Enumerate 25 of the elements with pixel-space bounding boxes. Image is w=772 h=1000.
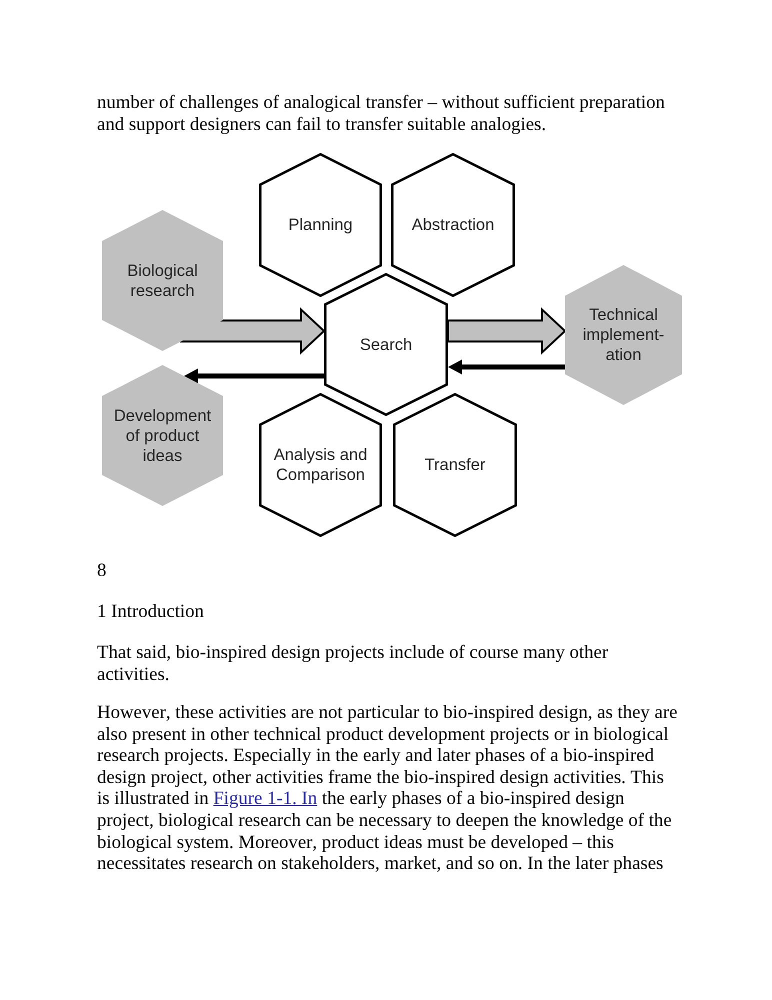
node-label: Technical implement- ation (582, 305, 666, 365)
body-paragraph: That said, bio-inspired design projects include of course many other activities. (97, 642, 610, 686)
page-number: 8 (97, 560, 106, 582)
node-label: Transfer (424, 455, 486, 475)
context-hexagon (102, 365, 223, 506)
node-label: Development of product ideas (112, 406, 212, 466)
node-label: Abstraction (412, 215, 494, 235)
activity-hexagon (391, 153, 515, 297)
figure-link: Figure 1-1. In (213, 788, 318, 810)
body-paragraph: However, these activities are not particular to bio-inspired design, as they are also present in other technical product development projects or in biological research projects. Especially in the early and later phases of a bio-inspired design project, other activities frame the bio-inspired design activities. This is illustrated in Figure 1-1. In the early phases of a bio-inspired design project, biological research can be necessary to deepen the knowledge of the biological system. Moreover, product ideas must be developed – this necessitates research on stakeholders, market, and so on. In the later phases (97, 702, 678, 875)
activity-hexagon (259, 153, 382, 297)
activity-hexagon (393, 393, 517, 537)
arrow (184, 368, 324, 384)
activity-hexagon (324, 273, 448, 416)
body-paragraph: number of challenges of analogical transfer – without sufficient preparation and support designers can fail to transfer suitable analogies. (97, 92, 666, 136)
node-label: Search (360, 334, 412, 354)
section-heading: 1 Introduction (97, 601, 204, 623)
arrow (448, 360, 565, 374)
node-label: Planning (288, 215, 353, 235)
activity-hexagon (259, 393, 382, 537)
node-label: Biological research (126, 260, 199, 300)
context-hexagon (102, 210, 223, 351)
context-hexagon (565, 265, 682, 405)
node-label: Analysis and Comparison (272, 445, 368, 485)
block-arrow (447, 307, 566, 355)
